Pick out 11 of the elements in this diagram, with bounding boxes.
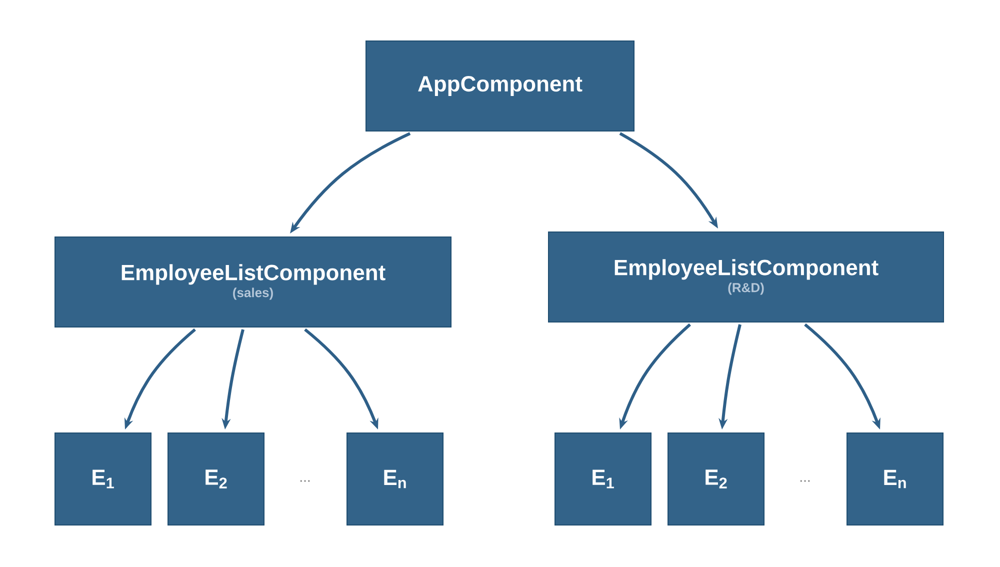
component-box: EmployeeListComponent (R&D): [548, 232, 944, 322]
ellipsis-label: ...: [800, 480, 810, 482]
component-box: E$_{n}$: [346, 432, 444, 526]
component-box: E$_{2}$: [668, 432, 765, 526]
component-box: E$_{2}$: [168, 432, 264, 526]
component-box: EmployeeListComponent (sales): [54, 236, 452, 328]
component-box: AppComponent: [366, 40, 634, 132]
component-box: E$_{1}$: [554, 432, 652, 526]
ellipsis-label: ...: [300, 480, 310, 482]
component-box: E$_{n}$: [846, 432, 944, 526]
component-box: E$_{1}$: [54, 432, 152, 526]
